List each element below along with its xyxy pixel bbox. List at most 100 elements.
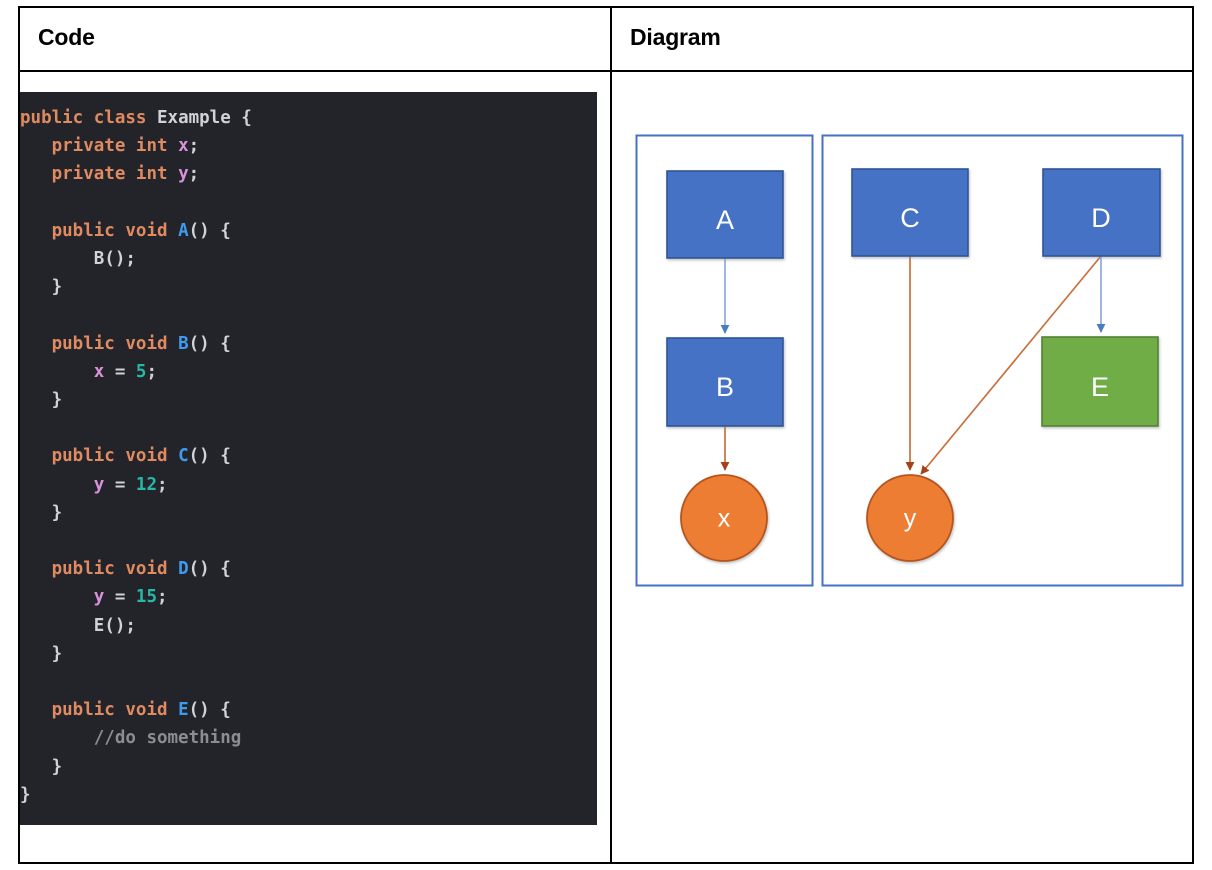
node-y[interactable]: y: [866, 474, 954, 562]
code-token: Example: [157, 108, 231, 128]
code-token: [168, 164, 179, 184]
node-a-label: A: [716, 205, 734, 235]
code-token: A: [178, 220, 189, 241]
code-token: [20, 559, 52, 579]
code-token: [115, 221, 126, 241]
node-e-label: E: [1091, 372, 1109, 402]
code-token: //do something: [93, 728, 242, 749]
code-token: public: [51, 446, 115, 467]
code-token: [125, 136, 136, 156]
code-token: void: [125, 446, 168, 467]
node-c[interactable]: C: [851, 168, 969, 257]
code-token: ;: [188, 164, 200, 185]
code-token: [125, 164, 136, 184]
group-box-left: [635, 134, 814, 587]
code-token: [20, 164, 52, 184]
code-token: public: [51, 700, 115, 721]
node-x-label: x: [718, 505, 731, 533]
code-token: B: [178, 333, 189, 354]
code-token: ;: [157, 587, 168, 608]
code-token: ;: [188, 136, 200, 157]
group-box-right: [821, 134, 1184, 587]
code-token: [168, 334, 179, 354]
code-token: y: [93, 587, 105, 608]
code-token: class: [93, 108, 147, 128]
code-token: [20, 221, 52, 241]
code-token: [168, 700, 179, 720]
code-block: public class Example { private int x; pr…: [20, 92, 597, 825]
code-token: [20, 475, 94, 495]
code-token: 5: [135, 361, 147, 382]
node-d-label: D: [1091, 203, 1111, 233]
node-d[interactable]: D: [1042, 168, 1161, 257]
code-token: [168, 221, 179, 241]
code-listing: public class Example { private int x; pr…: [20, 92, 597, 809]
code-token: [20, 249, 94, 269]
code-token: public: [51, 559, 115, 580]
code-diagram-table: Code Diagram public class Example { priv…: [18, 6, 1194, 864]
diagram-canvas: A B C: [612, 72, 1192, 862]
code-token: }: [20, 756, 63, 777]
code-token: }: [20, 502, 63, 523]
code-token: [115, 700, 126, 720]
code-token: }: [20, 643, 63, 664]
node-x[interactable]: x: [680, 474, 768, 562]
code-token: ;: [157, 474, 168, 495]
code-token: y: [178, 164, 189, 185]
table-body-row: public class Example { private int x; pr…: [20, 72, 1192, 862]
node-b-shape[interactable]: [666, 337, 784, 427]
code-token: public: [51, 333, 115, 354]
code-token: y: [93, 474, 105, 495]
code-token: [20, 446, 52, 466]
code-token: =: [104, 474, 136, 495]
body-cell-diagram: A B C: [612, 72, 1192, 862]
code-token: {: [230, 108, 252, 128]
column-header-diagram: Diagram: [630, 24, 721, 50]
header-cell-code: Code: [20, 8, 612, 70]
code-token: () {: [188, 333, 231, 354]
code-token: E: [178, 700, 189, 721]
code-token: [20, 136, 52, 156]
node-e-shape[interactable]: [1041, 336, 1159, 427]
code-token: x: [178, 136, 189, 157]
code-token: void: [125, 700, 168, 721]
code-token: [20, 587, 94, 607]
node-y-shape[interactable]: [866, 474, 954, 562]
code-token: D: [178, 559, 189, 580]
code-token: private: [51, 164, 126, 185]
code-token: [83, 108, 94, 128]
code-token: [20, 728, 94, 748]
code-token: }: [20, 277, 63, 298]
code-token: 15: [135, 587, 157, 608]
code-token: public: [51, 220, 115, 241]
code-token: [20, 700, 52, 720]
code-token: C: [178, 446, 189, 467]
code-token: =: [104, 361, 136, 382]
code-token: =: [104, 587, 136, 608]
node-b[interactable]: B: [666, 337, 784, 427]
code-token: public: [20, 108, 84, 128]
code-token: [168, 446, 179, 466]
node-d-shape[interactable]: [1042, 168, 1161, 257]
diagram-svg: A B C: [635, 134, 1184, 587]
node-a-shape[interactable]: [666, 170, 784, 259]
code-token: private: [51, 136, 126, 157]
code-token: [20, 334, 52, 354]
code-token: [20, 616, 94, 636]
node-x-shape[interactable]: [680, 474, 768, 562]
code-token: ();: [104, 615, 136, 636]
code-token: int: [135, 136, 168, 157]
code-token: [115, 446, 126, 466]
code-token: }: [20, 390, 63, 411]
node-a[interactable]: A: [666, 170, 784, 259]
code-token: [146, 108, 157, 128]
node-c-shape[interactable]: [851, 168, 969, 257]
node-b-label: B: [716, 372, 734, 402]
node-e[interactable]: E: [1041, 336, 1159, 427]
code-token: }: [20, 784, 31, 805]
code-token: [20, 362, 94, 382]
edge-d-to-y: [920, 255, 1102, 475]
column-header-code: Code: [38, 24, 95, 50]
code-token: void: [125, 559, 168, 580]
